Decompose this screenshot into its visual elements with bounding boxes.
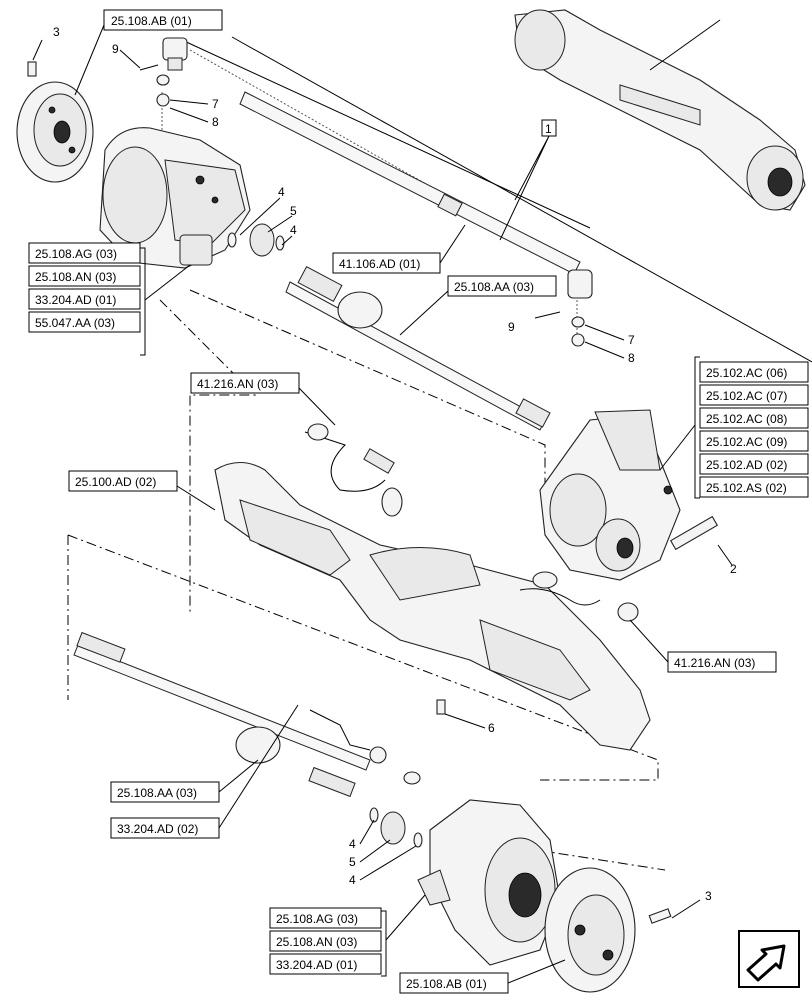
ref-33-204-ad-mid[interactable]: 33.204.AD (02): [110, 817, 220, 839]
callout-4-bottom-a: 4: [349, 837, 356, 851]
brake-disc-bottom: [544, 867, 636, 993]
callout-1: 1: [499, 119, 557, 241]
svg-text:25.108.AG (03): 25.108.AG (03): [276, 912, 358, 926]
callout-7-right: 7: [628, 333, 635, 347]
axle-thumbnail: [514, 9, 806, 211]
leader-line: [181, 39, 591, 229]
final-drive-housing-bottom: [417, 799, 561, 966]
ref-25-102-ac-08[interactable]: 25.102.AC (08): [699, 407, 809, 429]
callout-7-top: 7: [212, 97, 219, 111]
svg-text:25.100.AD (02): 25.100.AD (02): [75, 475, 156, 489]
ref-41-216-an-top[interactable]: 41.216.AN (03): [190, 372, 300, 394]
brake-disc-top: [16, 81, 94, 183]
leader-line: [231, 36, 812, 363]
bolt-3-bottom: [648, 908, 672, 924]
ball-joint-right: [534, 269, 593, 347]
plug-6: [436, 699, 446, 715]
ref-25-102-ac-06[interactable]: 25.102.AC (06): [699, 361, 809, 383]
callout-4-top-b: 4: [290, 223, 297, 237]
next-page-arrow-icon[interactable]: [738, 930, 800, 988]
svg-text:25.108.AA (03): 25.108.AA (03): [454, 280, 534, 294]
callout-2: 2: [730, 562, 737, 576]
hose-assembly-lower: [519, 571, 639, 622]
final-drive-housing-top: [99, 127, 251, 269]
svg-text:25.108.AB (01): 25.108.AB (01): [111, 14, 192, 28]
callout-4-top-a: 4: [278, 185, 285, 199]
ref-25-108-ag-bottom[interactable]: 25.108.AG (03): [269, 907, 382, 929]
svg-text:25.102.AD (02): 25.102.AD (02): [706, 458, 787, 472]
callout-5-top: 5: [290, 204, 297, 218]
svg-text:25.108.AG (03): 25.108.AG (03): [35, 247, 117, 261]
svg-text:25.108.AN (03): 25.108.AN (03): [35, 270, 116, 284]
callout-5-bottom: 5: [349, 855, 356, 869]
ref-33-204-ad-top[interactable]: 33.204.AD (01): [28, 288, 141, 310]
assembly-line: [159, 299, 257, 615]
callout-3-bottom: 3: [705, 889, 712, 903]
svg-text:41.216.AN (03): 41.216.AN (03): [197, 377, 278, 391]
svg-text:41.106.AD (01): 41.106.AD (01): [339, 257, 420, 271]
assembly-line: [67, 534, 659, 781]
hose-assembly-bottom: [309, 709, 421, 785]
svg-text:25.108.AN (03): 25.108.AN (03): [276, 935, 357, 949]
callout-3-top: 3: [53, 25, 60, 39]
ref-25-108-aa-bottom[interactable]: 25.108.AA (03): [110, 781, 220, 803]
callout-6: 6: [488, 721, 495, 735]
tie-rod-top: [239, 91, 581, 275]
callout-8-right: 8: [628, 351, 635, 365]
pin-2: [669, 515, 719, 551]
svg-text:25.102.AC (08): 25.102.AC (08): [706, 412, 787, 426]
ref-25-108-an-bottom[interactable]: 25.108.AN (03): [269, 930, 382, 952]
axle-housing-center: [214, 461, 651, 751]
assembly-line: [189, 49, 561, 261]
svg-text:25.102.AC (06): 25.102.AC (06): [706, 366, 787, 380]
ref-25-102-ac-07[interactable]: 25.102.AC (07): [699, 384, 809, 406]
svg-text:55.047.AA (03): 55.047.AA (03): [35, 316, 115, 330]
svg-text:41.216.AN (03): 41.216.AN (03): [674, 656, 755, 670]
svg-text:25.108.AA (03): 25.108.AA (03): [117, 786, 197, 800]
differential-assembly: [539, 409, 681, 581]
hose-assembly-upper: [304, 423, 403, 517]
callout-8-top: 8: [212, 115, 219, 129]
callout-4-bottom-b: 4: [349, 873, 356, 887]
ref-55-047-aa[interactable]: 55.047.AA (03): [28, 311, 141, 333]
ref-41-106-ad[interactable]: 41.106.AD (01): [332, 252, 441, 274]
ref-41-216-an-right[interactable]: 41.216.AN (03): [667, 651, 777, 673]
drive-shaft-bottom: [73, 631, 371, 798]
svg-text:33.204.AD (02): 33.204.AD (02): [117, 822, 198, 836]
svg-text:25.102.AC (07): 25.102.AC (07): [706, 389, 787, 403]
drive-shaft-top: [285, 265, 551, 431]
svg-text:25.102.AC (09): 25.102.AC (09): [706, 435, 787, 449]
gear-and-rings-bottom: [369, 807, 423, 848]
ref-25-108-an-top[interactable]: 25.108.AN (03): [28, 265, 141, 287]
ball-joint-top: [139, 37, 188, 107]
callout-9-right: 9: [508, 320, 515, 334]
ref-25-102-as[interactable]: 25.102.AS (02): [699, 476, 809, 498]
svg-text:33.204.AD (01): 33.204.AD (01): [35, 293, 116, 307]
ref-33-204-ad-bottom[interactable]: 33.204.AD (01): [269, 953, 382, 975]
ref-25-102-ac-09[interactable]: 25.102.AC (09): [699, 430, 809, 452]
svg-text:25.102.AS (02): 25.102.AS (02): [706, 481, 787, 495]
ref-25-108-aa-top[interactable]: 25.108.AA (03): [447, 275, 557, 297]
bolt-3-top: [27, 39, 43, 77]
ref-25-108-ab-top[interactable]: 25.108.AB (01): [103, 9, 223, 31]
svg-text:25.108.AB (01): 25.108.AB (01): [406, 977, 487, 991]
ref-25-108-ag-top[interactable]: 25.108.AG (03): [28, 242, 141, 264]
ref-25-100-ad[interactable]: 25.100.AD (02): [68, 470, 178, 492]
ref-25-108-ab-bottom[interactable]: 25.108.AB (01): [399, 972, 509, 994]
svg-text:33.204.AD (01): 33.204.AD (01): [276, 958, 357, 972]
callout-9-top: 9: [112, 42, 119, 56]
svg-text:1: 1: [545, 122, 552, 136]
ref-25-102-ad[interactable]: 25.102.AD (02): [699, 453, 809, 475]
assembly-line: [439, 834, 666, 871]
